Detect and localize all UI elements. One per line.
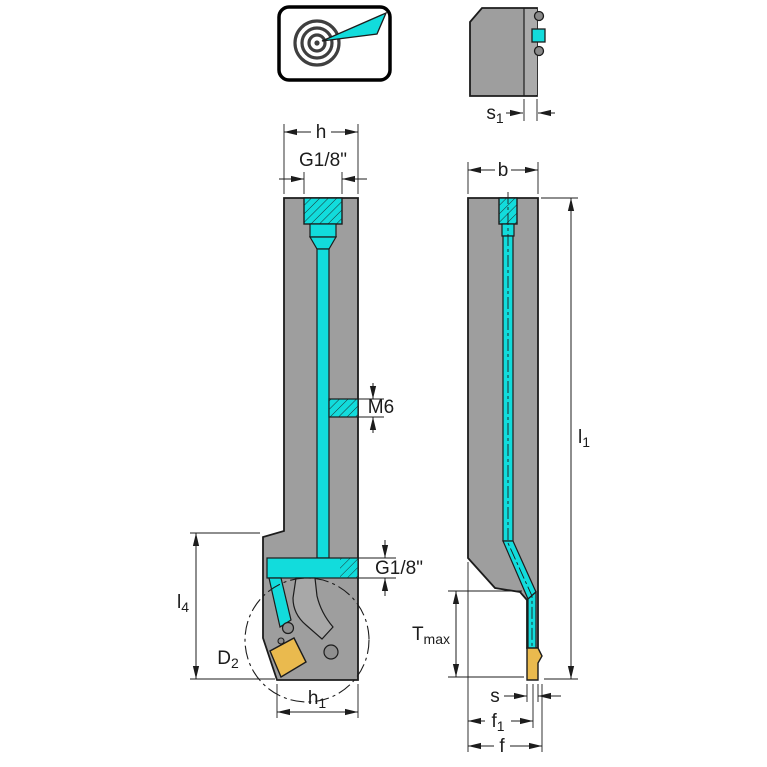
target-rings-icon: [293, 19, 341, 67]
cutting-insert-side: [526, 647, 543, 681]
dim-label-tmax: Tmax: [412, 624, 450, 647]
dim-b: b: [467, 160, 539, 194]
insert-clamp: [292, 577, 334, 640]
coolant-beam-icon: [321, 11, 388, 42]
coolant-nozzle: [268, 577, 292, 628]
pivot-pin: [323, 644, 339, 660]
thread-hatch: [340, 558, 358, 578]
label-bg: [495, 160, 511, 178]
d2-reference-circle: [244, 577, 370, 703]
dim-f: f: [468, 684, 543, 757]
dim-label-l4: l4: [177, 592, 189, 615]
top-view-body: [469, 7, 538, 97]
side-view-dimensions: b l1 Tmax s f1: [412, 160, 590, 757]
dim-m6: M6: [358, 383, 394, 433]
stop-pin: [277, 637, 285, 645]
dim-s: s: [490, 684, 561, 707]
dim-label-f: f: [499, 736, 505, 757]
coolant-channel-front: [266, 197, 359, 628]
dim-label-m6: M6: [368, 397, 394, 418]
thread-hatch: [499, 198, 517, 224]
label-bg: [494, 736, 510, 755]
coolant-port-top-view: [531, 28, 546, 43]
dim-label-h1: h1: [308, 688, 327, 711]
coolant-channel-side: [498, 192, 537, 674]
coolant-centerline: [507, 192, 533, 674]
dim-f1: f1: [467, 562, 534, 752]
thread-hatch: [329, 399, 358, 417]
dim-l4: l4: [177, 532, 275, 680]
dim-l1: l1: [541, 197, 590, 680]
clamp-screw: [281, 621, 295, 635]
dim-label-s: s: [490, 686, 500, 707]
front-view-dimensions: h G1/8" M6 G1/8": [177, 122, 423, 718]
dim-g18-side: G1/8": [358, 540, 423, 596]
dim-g18-top: G1/8": [279, 150, 367, 194]
dim-s1: s1: [486, 99, 555, 126]
dim-label-g18-top: G1/8": [299, 150, 347, 171]
top-view: s1: [469, 7, 555, 126]
main-coolant-bore: [316, 248, 330, 559]
label-bg: [311, 122, 331, 140]
dim-label-s1: s1: [486, 103, 504, 126]
cutting-insert-front: [269, 637, 307, 679]
dim-label-d2: D2: [217, 648, 239, 671]
side-view: [467, 192, 543, 681]
label-bg: [485, 711, 511, 729]
internal-coolant-icon: [277, 5, 392, 82]
clamp-screw-bottom: [533, 45, 545, 57]
dim-h1: h1: [276, 684, 359, 718]
dim-label-h: h: [316, 122, 327, 143]
dim-label-g18-side: G1/8": [375, 558, 423, 579]
dim-label-f1: f1: [491, 711, 504, 734]
dim-label-l1: l1: [578, 427, 590, 450]
thread-hatch: [304, 198, 342, 224]
front-view: [244, 197, 370, 703]
dim-tmax: Tmax: [412, 590, 524, 678]
dim-label-b: b: [498, 160, 509, 181]
clamp-screw-top: [533, 10, 545, 22]
dim-h: h: [283, 122, 359, 194]
